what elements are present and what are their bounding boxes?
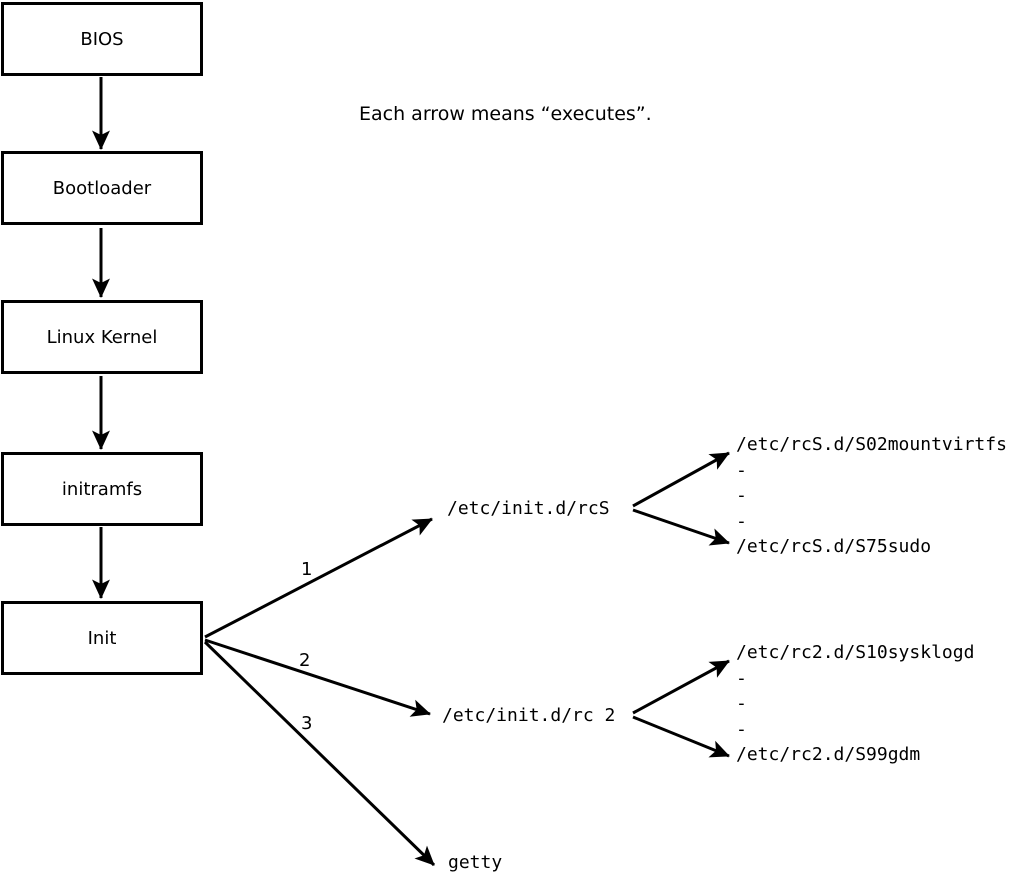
box-linux-kernel-label: Linux Kernel bbox=[46, 326, 158, 348]
target-init-d-rcs: /etc/init.d/rcS bbox=[447, 498, 610, 519]
arrow-rc2-to-s99gdm bbox=[632, 715, 730, 758]
script-list-rcs-d: /etc/rcS.d/S02mountvirtfs - - - /etc/rcS… bbox=[736, 434, 1007, 557]
arrow-rcs-to-s75sudo bbox=[632, 508, 730, 546]
box-initramfs-label: initramfs bbox=[61, 478, 143, 500]
arrow-init-to-rc2 bbox=[204, 638, 431, 717]
target-init-d-rc2: /etc/init.d/rc 2 bbox=[442, 705, 616, 726]
target-getty: getty bbox=[448, 852, 503, 873]
arrow-rc2-to-s10sysklogd bbox=[632, 659, 730, 715]
branch-number-2: 2 bbox=[299, 650, 311, 671]
branch-number-1: 1 bbox=[301, 559, 313, 580]
box-bootloader: Bootloader bbox=[1, 151, 203, 225]
box-bootloader-label: Bootloader bbox=[52, 177, 152, 199]
script-list-rc2-d: /etc/rc2.d/S10sysklogd - - - /etc/rc2.d/… bbox=[736, 642, 975, 765]
box-init-label: Init bbox=[87, 627, 117, 649]
legend-note: Each arrow means “executes”. bbox=[359, 103, 652, 125]
box-bios-label: BIOS bbox=[80, 28, 124, 50]
box-initramfs: initramfs bbox=[1, 452, 203, 526]
box-linux-kernel: Linux Kernel bbox=[1, 300, 203, 374]
arrow-init-to-rcs bbox=[204, 517, 433, 639]
box-bios: BIOS bbox=[1, 2, 203, 76]
box-init: Init bbox=[1, 601, 203, 675]
branch-number-3: 3 bbox=[301, 713, 313, 734]
arrow-init-to-getty bbox=[203, 640, 436, 867]
arrow-rcs-to-s02mountvirtfs bbox=[632, 451, 730, 508]
